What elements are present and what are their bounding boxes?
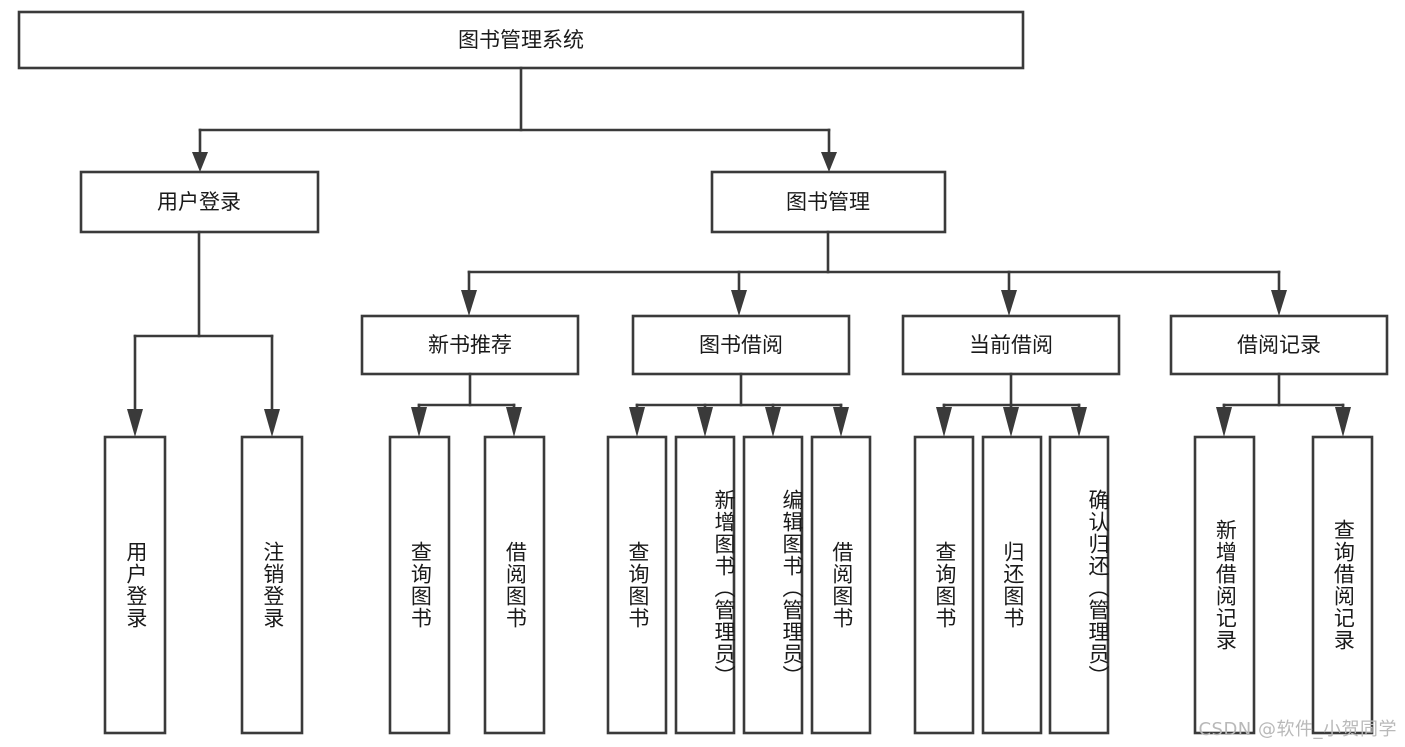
leaf-box-book-borrow-4[interactable] (810, 435, 872, 735)
arrowhead-book-borrow-leaf-1 (629, 407, 645, 437)
arrowhead-book-borrow-leaf-3 (765, 407, 781, 437)
node-current-borrow-label: 当前借阅 (969, 333, 1053, 357)
arrowhead-book-borrow-leaf-4 (833, 407, 849, 437)
arrowhead-current-borrow-leaf-3 (1071, 407, 1087, 437)
arrowhead-user-login-leaf-1 (127, 409, 143, 437)
leaf-box-current-borrow-3[interactable] (1048, 435, 1110, 735)
leaf-box-borrow-record-1[interactable] (1193, 435, 1256, 735)
leaf-box-book-borrow-3[interactable] (742, 435, 804, 735)
leaf-box-borrow-record-2[interactable] (1311, 435, 1374, 735)
arrowhead-to-user-login (192, 152, 208, 172)
node-book-borrow-box[interactable] (631, 314, 851, 376)
node-book-borrow-label: 图书借阅 (699, 333, 783, 357)
node-book-mgmt-label: 图书管理 (786, 190, 870, 214)
arrowhead-to-new-book (461, 290, 477, 316)
leaf-box-book-borrow-1[interactable] (606, 435, 668, 735)
node-borrow-record-box[interactable] (1169, 314, 1389, 376)
leaf-box-book-borrow-2[interactable] (674, 435, 736, 735)
arrowhead-to-borrow-record (1271, 290, 1287, 316)
leaf-box-current-borrow-1[interactable] (913, 435, 975, 735)
leaf-box-new-book-2[interactable] (483, 435, 546, 735)
leaf-box-user-login-1[interactable] (103, 435, 167, 735)
arrowhead-new-book-leaf-1 (411, 407, 427, 437)
node-new-book-label: 新书推荐 (428, 333, 512, 357)
arrowhead-user-login-leaf-2 (264, 409, 280, 437)
node-root-label: 图书管理系统 (458, 28, 584, 52)
csdn-watermark: CSDN @软件_小贺同学 (1198, 719, 1397, 740)
arrowhead-book-borrow-leaf-2 (697, 407, 713, 437)
node-user-login-label: 用户登录 (157, 190, 241, 214)
arrowhead-current-borrow-leaf-2 (1003, 407, 1019, 437)
leaf-box-user-login-2[interactable] (240, 435, 304, 735)
leaf-box-new-book-1[interactable] (388, 435, 451, 735)
arrowhead-new-book-leaf-2 (506, 407, 522, 437)
node-new-book-box[interactable] (360, 314, 580, 376)
arrowhead-to-book-mgmt (821, 152, 837, 172)
node-root-box[interactable] (17, 10, 1025, 70)
arrowhead-to-book-borrow (731, 290, 747, 316)
arrowhead-borrow-record-leaf-2 (1335, 407, 1351, 437)
leaf-box-current-borrow-2[interactable] (981, 435, 1043, 735)
arrowhead-to-current-borrow (1001, 290, 1017, 316)
arrowhead-current-borrow-leaf-1 (936, 407, 952, 437)
arrowhead-borrow-record-leaf-1 (1216, 407, 1232, 437)
node-current-borrow-box[interactable] (901, 314, 1121, 376)
node-borrow-record-label: 借阅记录 (1237, 333, 1321, 357)
node-book-mgmt-box[interactable] (710, 170, 947, 234)
